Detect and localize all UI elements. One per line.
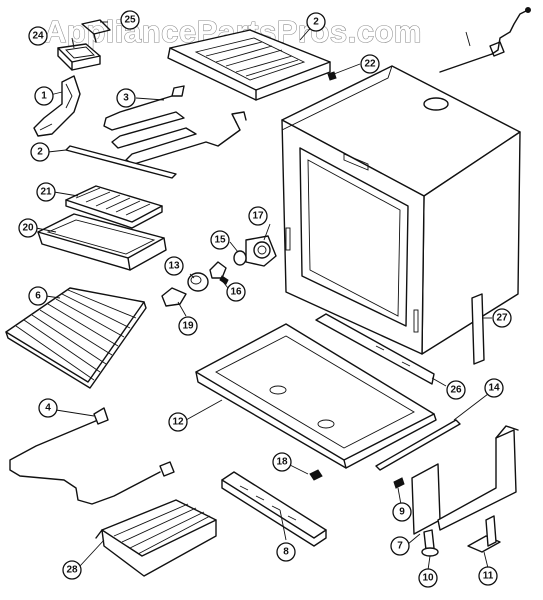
svg-text:26: 26: [450, 385, 462, 396]
part-1-bracket: [33, 75, 81, 137]
svg-text:3: 3: [123, 93, 129, 104]
svg-text:18: 18: [276, 457, 288, 468]
callout-20: 20: [18, 218, 38, 238]
callout-26: 26: [446, 380, 466, 400]
part-4-bake-element: [9, 407, 175, 505]
part-28-rack-support: [95, 499, 217, 577]
part-22-screw: [327, 71, 337, 81]
callout-27: 27: [492, 308, 512, 328]
oven-cavity: [281, 65, 521, 355]
part-2-top-panel: [167, 29, 331, 101]
callout-28: 28: [62, 560, 82, 580]
callout-12: 12: [168, 412, 188, 432]
callout-1: 1: [34, 86, 54, 106]
part-7-frame-bracket: [411, 425, 519, 535]
callout-22: 22: [360, 54, 380, 74]
callout-10: 10: [418, 568, 438, 588]
svg-text:21: 21: [40, 187, 52, 198]
part-21-grid-insert: [65, 185, 163, 229]
svg-text:2: 2: [37, 147, 43, 158]
callout-16: 16: [226, 282, 246, 302]
callout-19: 19: [178, 316, 198, 336]
callout-4: 4: [38, 398, 58, 418]
callout-9: 9: [392, 502, 412, 522]
svg-text:19: 19: [182, 321, 194, 332]
watermark-text: AppliancePartsPros.com: [44, 14, 422, 49]
svg-text:13: 13: [168, 261, 180, 272]
part-15-lens: [233, 250, 247, 266]
callout-17: 17: [248, 206, 268, 226]
part-17-light-housing: [245, 235, 277, 267]
callout-11: 11: [478, 566, 498, 586]
leader-lines: [35, 21, 492, 571]
part-14-rod: [375, 419, 461, 471]
part-2-strip: [65, 145, 177, 179]
callout-7: 7: [390, 536, 410, 556]
svg-text:7: 7: [397, 541, 403, 552]
callout-18: 18: [272, 452, 292, 472]
svg-text:12: 12: [172, 417, 184, 428]
part-26-bracket: [315, 313, 435, 385]
part-10-leveling-leg: [421, 529, 439, 557]
svg-text:28: 28: [66, 565, 78, 576]
svg-text:27: 27: [496, 313, 508, 324]
svg-text:22: 22: [364, 59, 376, 70]
callout-15: 15: [210, 230, 230, 250]
svg-text:14: 14: [488, 383, 500, 394]
svg-text:8: 8: [283, 547, 289, 558]
svg-text:4: 4: [45, 403, 51, 414]
callout-2-strip: 2: [30, 142, 50, 162]
svg-text:6: 6: [35, 291, 41, 302]
part-6-oven-rack: [5, 287, 147, 389]
svg-text:24: 24: [32, 31, 44, 42]
callout-3: 3: [116, 88, 136, 108]
part-9-screw: [393, 477, 405, 489]
part-12-bottom-panel: [195, 323, 437, 469]
callout-21: 21: [36, 182, 56, 202]
callout-25: 25: [120, 10, 140, 30]
svg-text:20: 20: [22, 223, 34, 234]
svg-text:9: 9: [399, 507, 405, 518]
part-sensor-probe: [439, 7, 531, 73]
callout-6: 6: [28, 286, 48, 306]
part-24-block: [57, 43, 101, 71]
callout-24: 24: [28, 26, 48, 46]
svg-text:17: 17: [252, 211, 264, 222]
callout-8: 8: [276, 542, 296, 562]
svg-text:1: 1: [41, 91, 47, 102]
part-27-strip: [471, 293, 485, 365]
part-16-bulb: [209, 261, 229, 285]
part-25-bracket: [81, 19, 111, 43]
callout-14: 14: [484, 378, 504, 398]
part-8-vent-panel: [221, 471, 327, 547]
svg-text:10: 10: [422, 573, 434, 584]
svg-text:16: 16: [230, 287, 242, 298]
part-20-broiler-pan: [37, 213, 167, 271]
callout-13: 13: [164, 256, 184, 276]
part-3-broil-element: [103, 85, 247, 165]
svg-text:25: 25: [124, 15, 136, 26]
part-18-knob: [309, 469, 323, 481]
part-19-wire-clip: [161, 287, 187, 307]
svg-text:11: 11: [483, 571, 494, 582]
part-13-light-socket: [187, 272, 209, 292]
part-11-antitip-bracket: [467, 515, 501, 553]
callout-2-top: 2: [306, 12, 326, 32]
svg-text:2: 2: [313, 17, 319, 28]
svg-text:15: 15: [214, 235, 226, 246]
